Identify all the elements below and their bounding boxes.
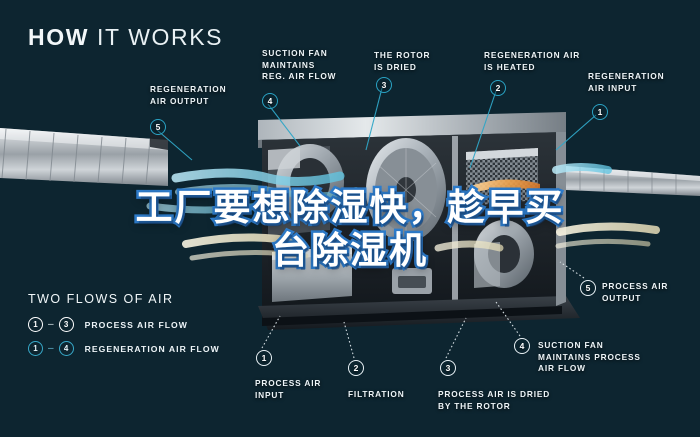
legend-title: TWO FLOWS OF AIR — [28, 292, 174, 306]
title-bold: HOW — [28, 24, 90, 50]
legend-row-0: 1–3 PROCESS AIR FLOW — [28, 317, 220, 332]
callout-badge-process-air-input[interactable]: 1 — [256, 350, 272, 366]
legend-label: PROCESS AIR FLOW — [84, 319, 188, 330]
callout-badge-regeneration-air-heated[interactable]: 2 — [490, 80, 506, 96]
legend-circle-to: 4 — [58, 341, 74, 356]
callout-badge-rotor-is-dried[interactable]: 3 — [376, 77, 392, 93]
legend-circle-to: 3 — [58, 317, 74, 332]
callout-badge-process-air-dried-by-rotor[interactable]: 3 — [440, 360, 456, 376]
headline-line-1: 工厂要想除湿快，趁早买 — [133, 184, 565, 232]
callout-label-suction-fan-process: SUCTION FAN MAINTAINS PROCESS AIR FLOW — [538, 340, 641, 373]
callout-label-filtration: FILTRATION — [348, 389, 405, 399]
legend-circle-from: 1 — [28, 341, 43, 356]
callout-label-process-air-input: PROCESS AIR INPUT — [255, 378, 322, 400]
callout-badge-process-air-output[interactable]: 5 — [580, 280, 596, 296]
callout-label-suction-fan-regeneration: SUCTION FAN MAINTAINS REG. AIR FLOW — [262, 48, 337, 81]
title-light: IT WORKS — [97, 24, 224, 50]
callout-label-process-air-output: PROCESS AIR OUTPUT — [602, 281, 669, 303]
callout-label-regeneration-air-heated: REGENERATION AIR IS HEATED — [484, 50, 581, 72]
legend-dash: – — [48, 343, 54, 354]
callout-badge-regeneration-air-output[interactable]: 5 — [150, 119, 166, 135]
legend-rows: 1–3 PROCESS AIR FLOW 1–4 REGENERATION AIR F… — [28, 317, 220, 356]
page-title: HOW IT WORKS — [28, 24, 223, 51]
leader-lines-top — [156, 87, 597, 169]
leader-lines-bottom — [261, 261, 585, 359]
callout-badge-suction-fan-regeneration[interactable]: 4 — [262, 93, 278, 109]
left-spiral-duct — [0, 128, 168, 186]
legend-row-1: 1–4 REGENERATION AIR FLOW — [28, 341, 220, 356]
callout-badge-regeneration-air-input[interactable]: 1 — [592, 104, 608, 120]
process-airflow-ribbons — [182, 222, 660, 261]
callout-label-regeneration-air-output: REGENERATION AIR OUTPUT — [150, 84, 227, 106]
legend-circle-from: 1 — [28, 317, 43, 332]
chinese-headline: 工厂要想除湿快，趁早买 台除湿机 — [0, 184, 700, 275]
regeneration-airflow-ribbons — [146, 163, 612, 214]
callout-badge-filtration[interactable]: 2 — [348, 360, 364, 376]
callout-label-process-air-dried-by-rotor: PROCESS AIR IS DRIED BY THE ROTOR — [438, 389, 551, 411]
legend-label: REGENERATION AIR FLOW — [84, 343, 220, 354]
callout-label-rotor-is-dried: THE ROTOR IS DRIED — [374, 50, 431, 72]
callout-badge-suction-fan-process[interactable]: 4 — [514, 338, 530, 354]
headline-line-2: 台除湿机 — [270, 227, 429, 275]
callout-label-regeneration-air-input: REGENERATION AIR INPUT — [588, 71, 665, 93]
legend-dash: – — [48, 319, 54, 330]
